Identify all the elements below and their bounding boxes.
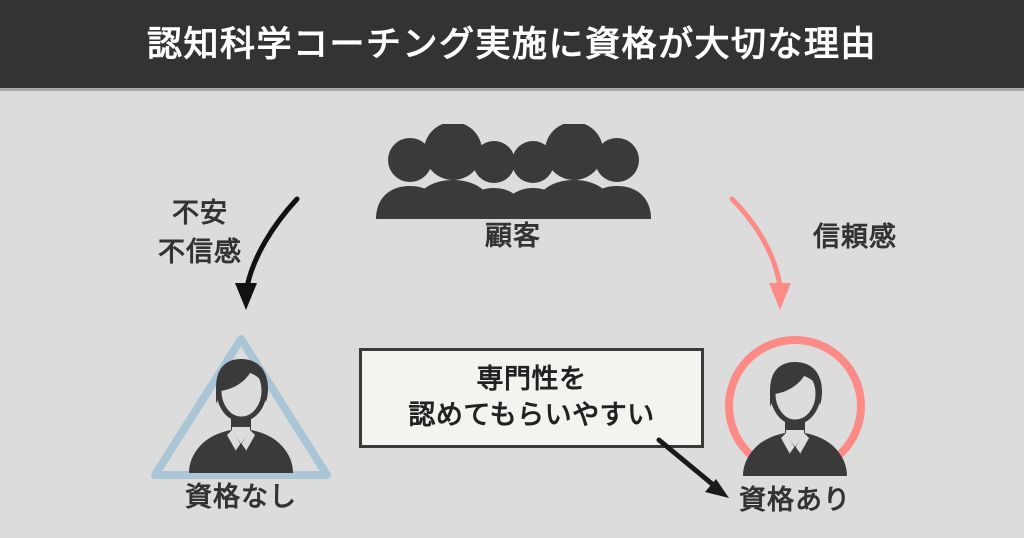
circle-outline-with-person-icon [725,336,865,476]
qualified-label: 資格あり [739,485,851,515]
customers-label: 顧客 [485,221,541,251]
callout-line-1: 専門性を [476,364,587,395]
triangle-outline-with-person-icon [151,335,331,479]
right-emotion-line1: 信頼感 [813,222,897,252]
callout-box: 専門性を 認めてもらいやすい [359,348,704,448]
page-title: 認知科学コーチング実施に資格が大切な理由 [146,24,877,64]
right-emotion-label: 信頼感 [780,218,930,257]
diagram-stage: 顧客 不安 不信感 信頼感 [0,91,1024,538]
curved-arrow-down-left-pink-icon [729,196,791,310]
qualified-figure: 資格あり [700,334,890,534]
business-person-icon [189,359,293,473]
no-qualification-label: 資格なし [185,482,297,512]
header-divider [0,88,1024,91]
business-person-icon [743,362,847,476]
triangle-outline [151,335,331,479]
header-bar: 認知科学コーチング実施に資格が大切な理由 [0,0,1024,88]
left-emotion-label: 不安 不信感 [125,194,275,272]
straight-arrow-down-right-icon [656,437,729,498]
people-group-icon [376,124,651,219]
curved-arrow-down-left-dark-icon [235,196,300,310]
left-emotion-line1: 不安 [172,198,228,228]
left-emotion-line2: 不信感 [158,237,242,268]
callout-line-2: 認めてもらいやすい [408,400,655,430]
customers-group: 顧客 [368,124,658,264]
no-qualification-figure: 資格なし [146,331,336,531]
